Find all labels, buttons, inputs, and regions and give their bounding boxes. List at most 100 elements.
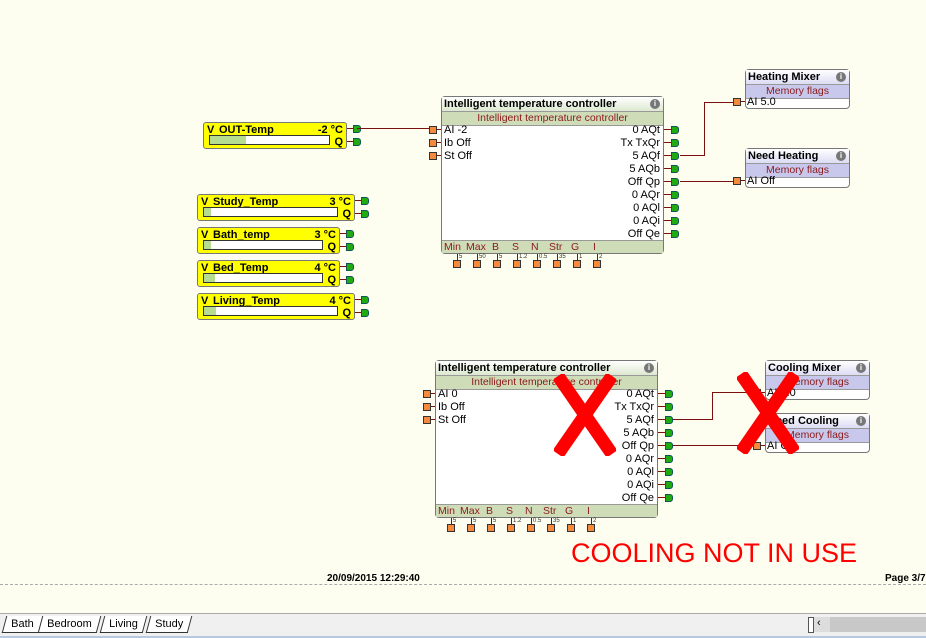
connection-wire[interactable] (347, 128, 353, 129)
connection-wire[interactable] (355, 299, 361, 300)
output-pin[interactable] (353, 125, 361, 133)
output-pin[interactable] (671, 204, 679, 212)
connection-wire[interactable] (355, 312, 361, 313)
output-pin[interactable] (346, 276, 354, 284)
output-pin[interactable] (671, 126, 679, 134)
output-pin[interactable] (346, 263, 354, 271)
parameter-pin[interactable] (593, 260, 601, 268)
parameter-pin[interactable] (553, 260, 561, 268)
parameter-pin[interactable] (487, 524, 495, 532)
connection-wire[interactable] (355, 213, 361, 214)
connection-wire[interactable] (658, 471, 665, 472)
connection-wire[interactable] (761, 392, 765, 393)
output-pin[interactable] (665, 390, 673, 398)
connection-wire[interactable] (340, 246, 346, 247)
connection-wire[interactable] (591, 518, 592, 524)
connection-wire[interactable] (658, 393, 665, 394)
output-pin[interactable] (361, 197, 369, 205)
output-pin[interactable] (671, 165, 679, 173)
parameter-pin[interactable] (587, 524, 595, 532)
connection-wire[interactable] (431, 393, 435, 394)
connection-wire[interactable] (664, 168, 671, 169)
connection-wire[interactable] (658, 484, 665, 485)
connection-wire[interactable] (680, 155, 704, 156)
connection-wire[interactable] (355, 200, 361, 201)
output-pin[interactable] (361, 296, 369, 304)
output-pin[interactable] (665, 403, 673, 411)
output-pin[interactable] (353, 138, 361, 146)
scroll-left-arrow-icon[interactable]: ‹ (817, 617, 821, 629)
output-pin[interactable] (665, 481, 673, 489)
output-pin[interactable] (361, 210, 369, 218)
connection-wire[interactable] (712, 392, 753, 393)
connection-wire[interactable] (664, 181, 671, 182)
parameter-pin[interactable] (547, 524, 555, 532)
connection-wire[interactable] (658, 419, 665, 420)
parameter-pin[interactable] (507, 524, 515, 532)
parameter-pin[interactable] (527, 524, 535, 532)
connection-wire[interactable] (431, 406, 435, 407)
horizontal-scrollbar[interactable]: ‹ (808, 617, 926, 633)
parameter-pin[interactable] (513, 260, 521, 268)
parameter-pin[interactable] (473, 260, 481, 268)
connection-wire[interactable] (357, 128, 430, 129)
tab-study[interactable]: Study (145, 616, 193, 633)
connection-wire[interactable] (511, 518, 512, 524)
output-pin[interactable] (346, 230, 354, 238)
connection-wire[interactable] (531, 518, 532, 524)
connection-wire[interactable] (437, 155, 441, 156)
scroll-thumb[interactable] (808, 617, 814, 633)
input-pin[interactable] (423, 416, 431, 424)
input-pin[interactable] (753, 442, 761, 450)
connection-wire[interactable] (712, 392, 713, 420)
connection-wire[interactable] (571, 518, 572, 524)
parameter-pin[interactable] (533, 260, 541, 268)
connection-wire[interactable] (741, 180, 745, 181)
parameter-pin[interactable] (493, 260, 501, 268)
input-pin[interactable] (429, 139, 437, 147)
input-pin[interactable] (733, 98, 741, 106)
info-icon[interactable]: i (644, 363, 654, 373)
parameter-pin[interactable] (447, 524, 455, 532)
connection-wire[interactable] (340, 266, 346, 267)
output-pin[interactable] (346, 243, 354, 251)
connection-wire[interactable] (347, 141, 353, 142)
connection-wire[interactable] (577, 254, 578, 260)
connection-wire[interactable] (658, 458, 665, 459)
connection-wire[interactable] (704, 102, 705, 156)
connection-wire[interactable] (471, 518, 472, 524)
output-pin[interactable] (671, 230, 679, 238)
output-pin[interactable] (665, 468, 673, 476)
connection-wire[interactable] (658, 445, 665, 446)
output-pin[interactable] (665, 494, 673, 502)
connection-wire[interactable] (658, 497, 665, 498)
connection-wire[interactable] (340, 279, 346, 280)
info-icon[interactable]: i (650, 99, 660, 109)
tab-bath[interactable]: Bath (1, 616, 43, 633)
connection-wire[interactable] (741, 101, 745, 102)
connection-wire[interactable] (340, 233, 346, 234)
input-pin[interactable] (423, 403, 431, 411)
info-icon[interactable]: i (836, 72, 846, 82)
connection-wire[interactable] (664, 220, 671, 221)
connection-wire[interactable] (557, 254, 558, 260)
output-pin[interactable] (671, 191, 679, 199)
connection-wire[interactable] (664, 142, 671, 143)
input-pin[interactable] (733, 177, 741, 185)
output-pin[interactable] (671, 178, 679, 186)
tab-bedroom[interactable]: Bedroom (37, 616, 101, 633)
output-pin[interactable] (665, 429, 673, 437)
output-pin[interactable] (665, 442, 673, 450)
connection-wire[interactable] (457, 254, 458, 260)
connection-wire[interactable] (761, 445, 765, 446)
connection-wire[interactable] (437, 142, 441, 143)
connection-wire[interactable] (664, 233, 671, 234)
output-pin[interactable] (671, 152, 679, 160)
